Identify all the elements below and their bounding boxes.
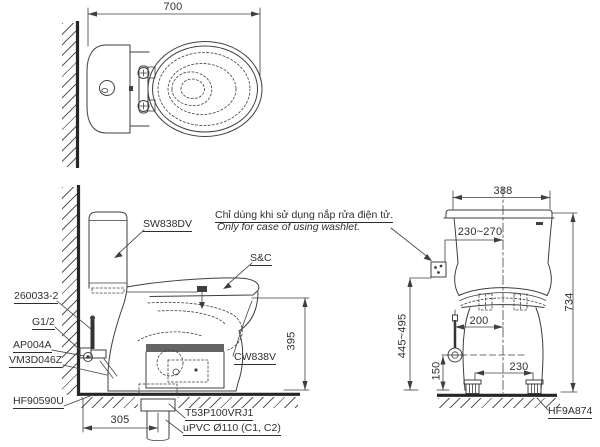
wall-hatch-side-view xyxy=(62,187,77,395)
dim-overall-depth: 700 xyxy=(163,1,183,13)
part-label-drain-pipe: uPVC Ø110 (C1, C2) xyxy=(183,422,281,437)
washlet-supply-icon xyxy=(197,286,207,309)
stop-valve-side-icon xyxy=(79,315,118,379)
stop-valve-front-icon xyxy=(446,309,464,363)
dim-drain-offset: 305 xyxy=(110,414,130,426)
dim-rim-height: 395 xyxy=(285,331,298,351)
floor-hatch-side-view-right xyxy=(178,397,298,408)
dim-outlet-height: 445~495 xyxy=(396,313,409,359)
part-label-seat-cover: S&C xyxy=(250,252,272,267)
hinge-bolts-hidden-lines xyxy=(478,293,528,311)
note-english: Only for case of using washlet. xyxy=(217,221,360,233)
side-view-outline xyxy=(76,185,310,442)
floor-hatch-side-view-left xyxy=(81,397,138,408)
part-label-fitting: 260033-2 xyxy=(14,290,59,305)
dim-bolt-pitch: 230 xyxy=(509,361,529,373)
top-view-outline xyxy=(75,7,263,168)
note-leader-line xyxy=(390,227,432,261)
wall-hatch-top-view xyxy=(62,23,77,167)
drain-pipe-icon xyxy=(138,383,178,442)
part-label-floor-set: HF90590U xyxy=(13,395,64,410)
floor-bolt-caps-icon xyxy=(463,379,544,394)
part-label-stop-valve: AP004A xyxy=(13,339,52,354)
part-label-supply-hose: VM3D046Z xyxy=(9,354,63,369)
brand-logo-mark xyxy=(536,222,543,225)
floor-hatch-front-view xyxy=(438,398,560,408)
part-label-bowl: CW838V xyxy=(234,351,277,366)
dim-outlet-offset: 230~270 xyxy=(457,226,503,238)
front-view-outline xyxy=(403,187,578,411)
part-label-tank: SW838DV xyxy=(143,218,193,233)
seat-hinge-icon xyxy=(137,65,156,114)
note-vietnamese: Chỉ dùng khi sử dụng nắp rửa điện tử. xyxy=(215,209,394,224)
dim-valve-height: 150 xyxy=(430,361,443,381)
part-label-thread: G1/2 xyxy=(32,316,55,331)
part-label-drain-socket: T53P100VRJ1 xyxy=(185,407,254,422)
dim-tank-width: 388 xyxy=(493,185,513,197)
side-view-leader-lines xyxy=(51,229,253,434)
part-label-bolt-caps: HF9A874 xyxy=(548,405,593,420)
dim-valve-offset: 200 xyxy=(469,315,489,327)
flush-button-icon xyxy=(99,80,115,96)
dim-total-height: 734 xyxy=(563,292,576,312)
power-outlet-icon xyxy=(430,261,447,278)
